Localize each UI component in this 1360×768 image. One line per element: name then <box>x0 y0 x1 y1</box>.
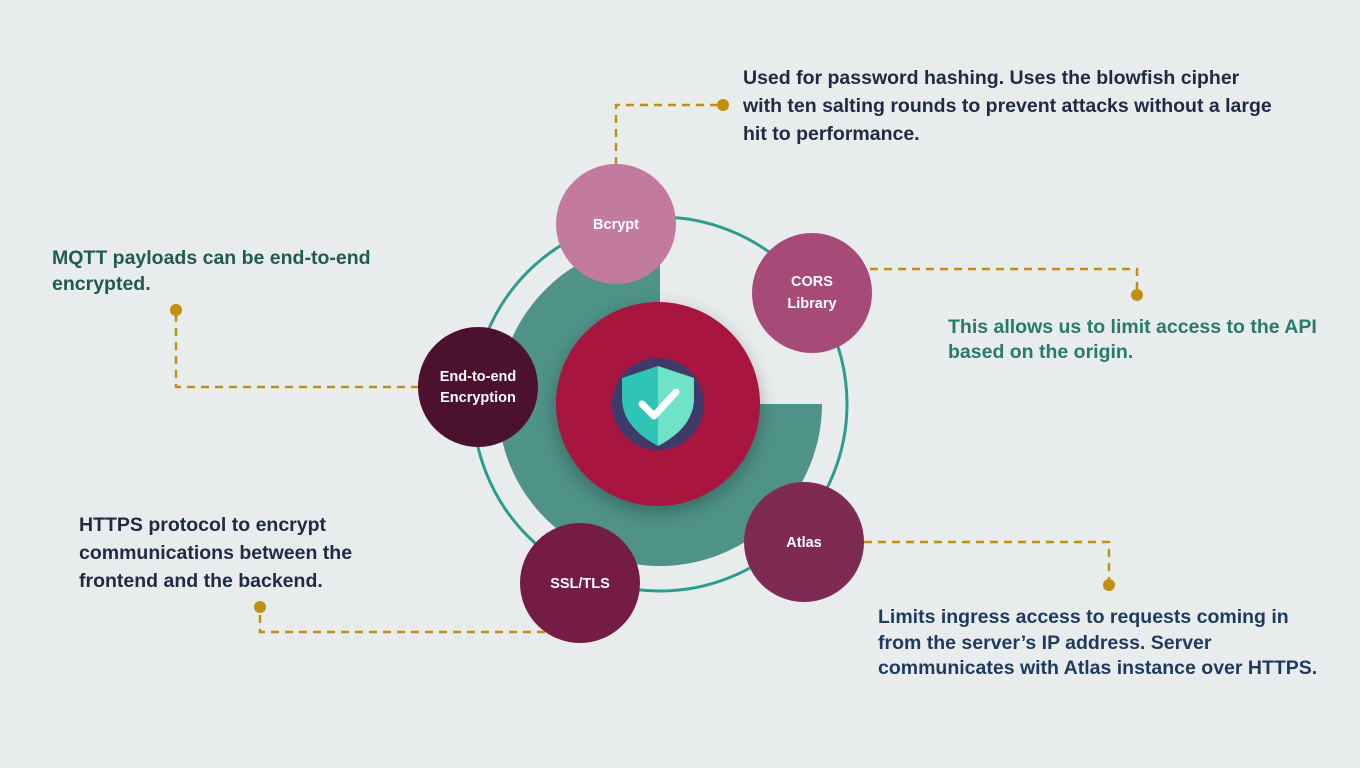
connector-dot-ssl <box>254 601 266 613</box>
connector-dot-bcrypt <box>717 99 729 111</box>
note-atlas: Limits ingress access to requests coming… <box>878 606 1318 679</box>
connector-dot-e2e <box>170 304 182 316</box>
node-e2e: End-to-end Encryption <box>418 327 538 447</box>
node-e2e-label-line1: End-to-end <box>440 369 517 385</box>
node-cors-label-line1: CORS <box>791 274 833 290</box>
node-atlas-label: Atlas <box>786 535 821 551</box>
note-cors: This allows us to limit access to the AP… <box>948 316 1317 363</box>
node-ssl: SSL/TLS <box>520 523 640 643</box>
connector-e2e <box>174 310 419 389</box>
node-bcrypt: Bcrypt <box>556 164 676 284</box>
connector-dots <box>170 99 1143 613</box>
connector-dot-atlas <box>1103 579 1115 591</box>
node-e2e-label-line2: Encryption <box>440 390 516 406</box>
connector-cors <box>870 267 1139 295</box>
node-bcrypt-label: Bcrypt <box>593 217 639 233</box>
node-cors: CORS Library <box>752 233 872 353</box>
connectors <box>174 103 1139 634</box>
connector-ssl <box>258 607 545 634</box>
connector-bcrypt <box>614 103 723 165</box>
note-mqtt: MQTT payloads can be end-to-end encrypte… <box>52 247 371 295</box>
shield-check-icon <box>612 358 704 450</box>
note-bcrypt: Used for password hashing. Uses the blow… <box>743 67 1272 145</box>
note-https: HTTPS protocol to encrypt communications… <box>79 514 353 592</box>
connector-atlas <box>864 540 1111 585</box>
connector-dot-cors <box>1131 289 1143 301</box>
node-atlas: Atlas <box>744 482 864 602</box>
node-cors-label-line2: Library <box>787 296 836 312</box>
node-ssl-label: SSL/TLS <box>550 576 610 592</box>
